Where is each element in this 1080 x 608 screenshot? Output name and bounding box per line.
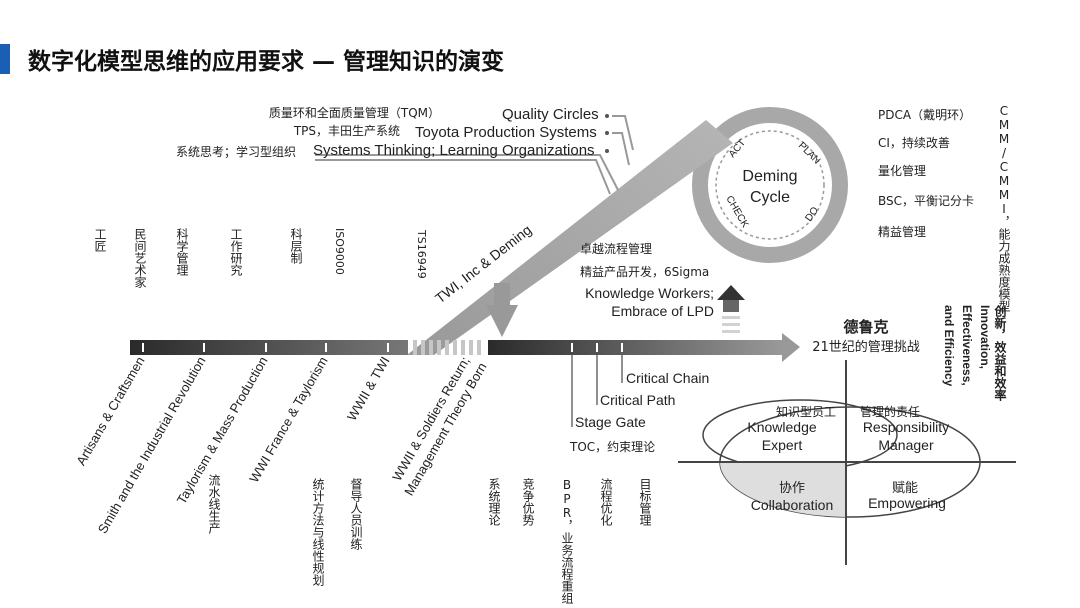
q-bl-cn: 协作 [779, 481, 805, 496]
diagonal-band [407, 120, 733, 355]
stage-gate: Stage Gate [575, 414, 646, 430]
tqm-cn: 质量环和全面质量管理（TQM） [269, 105, 440, 120]
below-cn-bpr: BPR，业务流程重组 [560, 478, 574, 604]
top-v-gongzuo: 工作研究 [229, 228, 243, 277]
timeline-right [488, 340, 782, 355]
tps-cn: TPS，丰田生产系统 [293, 124, 400, 138]
quality-circles-en: Quality Circles [502, 106, 599, 123]
tps-en: Toyota Production Systems [415, 124, 597, 141]
q-tl-en1: Knowledge [747, 419, 816, 435]
up-arrow-shaft [723, 300, 739, 312]
timeline-gap [413, 340, 481, 355]
top-v-ts16949: TS16949 [415, 229, 428, 279]
ring-do: DO [803, 205, 821, 224]
systems-en: Systems Thinking; Learning Organizations [313, 142, 595, 159]
system-branch-lines [315, 115, 634, 195]
below-smith: Smith and the Industrial Revolution [95, 354, 209, 536]
q-br-cn: 赋能 [892, 481, 918, 496]
bullet-3 [605, 149, 609, 153]
right-list-ci: CI，持续改善 [878, 135, 950, 150]
rot-en-efficiency: and Efficiency [942, 305, 956, 387]
q-tl-cn: 知识型员工 [776, 405, 836, 419]
collaboration-fill [720, 462, 846, 517]
right-list-quant: 量化管理 [878, 163, 926, 178]
critical-path: Critical Path [600, 392, 675, 408]
title-accent-bar [0, 44, 10, 74]
top-v-kecengzhi: 科层制 [289, 228, 303, 264]
up-arrow-head [717, 285, 745, 300]
middle-en-2: Embrace of LPD [611, 303, 714, 319]
right-list-bsc: BSC，平衡记分卡 [878, 194, 974, 208]
timeline-left [130, 340, 408, 355]
right-list-pdca: PDCA（戴明环） [878, 107, 971, 122]
rot-en-innovation: Innovation, [978, 305, 992, 369]
cmm-label: CMM/CMMI，能力成熟度模型 [997, 104, 1011, 312]
down-arrow-head [486, 305, 518, 337]
q-tr-en1: Responsibility [863, 419, 949, 435]
q-tl-en2: Expert [762, 437, 803, 453]
deming-ring [692, 107, 848, 263]
rot-cn-label: 创新，效益和效率 [993, 304, 1007, 402]
middle-en-1: Knowledge Workers; [585, 285, 714, 301]
below-cn-liushui: 流水线生产 [207, 474, 221, 535]
below-cn-liucheng: 流程优化 [599, 478, 613, 527]
timeline-ticks [142, 343, 623, 352]
q-tr-en2: Manager [878, 437, 934, 453]
top-v-gongjiang: 工匠 [93, 228, 107, 252]
critical-chain: Critical Chain [626, 370, 709, 386]
ring-check: CHECK [723, 194, 750, 230]
top-v-kexue: 科学管理 [175, 228, 189, 276]
toc-label: TOC，约束理论 [569, 439, 655, 454]
middle-cn-2: 精益产品开发，6Sigma [580, 264, 709, 279]
below-cn-tongji: 统计方法与线性规划 [311, 478, 325, 586]
bullet-2 [605, 131, 609, 135]
drucker-sub: 21世纪的管理挑战 [812, 339, 920, 355]
timeline-arrowhead [782, 333, 800, 362]
up-arrow-stripes [722, 316, 740, 333]
timeline-branch-lines [571, 355, 623, 427]
below-cn-mubiao: 目标管理 [638, 478, 652, 526]
rot-en-effectiveness: Effectiveness, [960, 305, 974, 386]
drucker-name: 德鲁克 [843, 318, 888, 336]
q-tr-cn: 管理的责任 [860, 404, 920, 419]
bullet-1 [605, 114, 609, 118]
below-cn-jingzheng: 竞争优势 [521, 478, 535, 526]
middle-cn-1: 卓越流程管理 [580, 241, 652, 256]
deming-inner-dashed [715, 130, 825, 240]
deming-center-1: Deming [742, 168, 797, 185]
top-v-iso9000: ISO9000 [333, 228, 346, 275]
below-cn-dudao: 督导人员训练 [349, 477, 363, 550]
below-cn-xitong: 系统理论 [487, 478, 501, 526]
deming-center-2: Cycle [750, 189, 790, 206]
page-title: 数字化模型思维的应用要求 — 管理知识的演变 [28, 49, 505, 75]
below-wwii-twi: WWII & TWI [344, 354, 393, 423]
q-br-en: Empowering [868, 495, 946, 511]
right-list-lean: 精益管理 [878, 224, 926, 239]
q-bl-en: Collaboration [751, 497, 834, 513]
systems-cn: 系统思考；学习型组织 [176, 144, 296, 159]
top-v-minjian: 民间艺术家 [133, 228, 147, 288]
down-arrow-shaft [494, 283, 510, 305]
below-artisans: Artisans & Craftsmen [73, 354, 147, 468]
